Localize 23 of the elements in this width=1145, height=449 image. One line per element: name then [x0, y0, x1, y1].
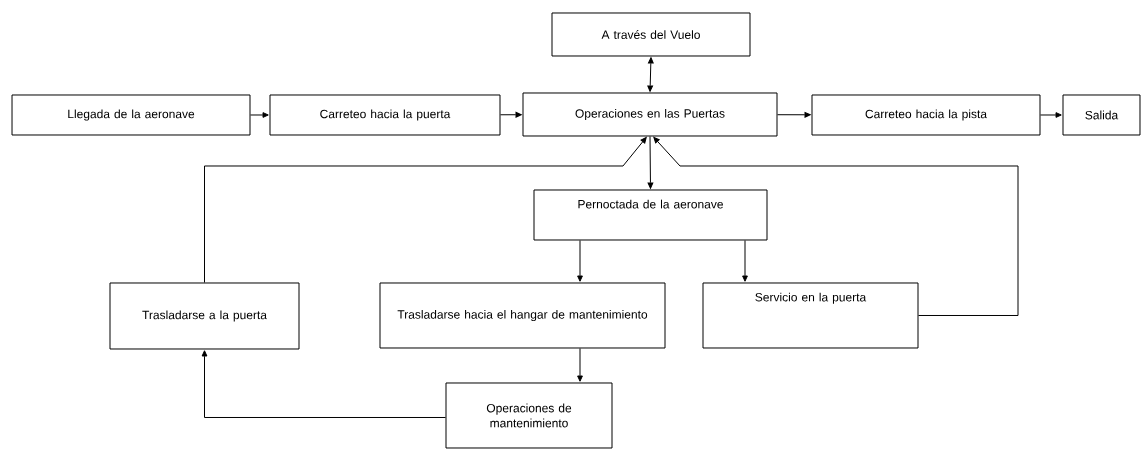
- arrow: [577, 240, 583, 282]
- process-box: A través del Vuelo: [551, 12, 751, 57]
- process-box: Trasladarse a la puerta: [109, 282, 300, 350]
- arrow: [647, 57, 654, 92]
- process-box: Trasladarse hacia el hangar de mantenimiento: [379, 282, 666, 349]
- process-box: Llegada de la aeronave: [11, 94, 251, 136]
- arrow: [647, 136, 654, 189]
- arrow: [500, 111, 522, 118]
- arrow: [201, 350, 446, 418]
- arrow: [204, 137, 647, 283]
- process-box: Carreteo hacia la puerta: [269, 94, 501, 136]
- process-box: Pernoctada de la aeronave: [533, 189, 768, 241]
- arrow: [250, 112, 269, 118]
- arrow: [742, 240, 748, 282]
- process-box: Operaciones en las Puertas: [522, 92, 778, 137]
- arrow: [1040, 112, 1062, 118]
- arrow: [577, 348, 583, 382]
- process-box: Servicio en la puerta: [702, 282, 919, 349]
- process-box: Operaciones de mantenimiento: [445, 382, 613, 449]
- process-box: Salida: [1062, 94, 1141, 136]
- process-box: Carreteo hacia la pista: [811, 94, 1041, 136]
- arrow: [777, 111, 811, 118]
- arrow: [653, 136, 1019, 316]
